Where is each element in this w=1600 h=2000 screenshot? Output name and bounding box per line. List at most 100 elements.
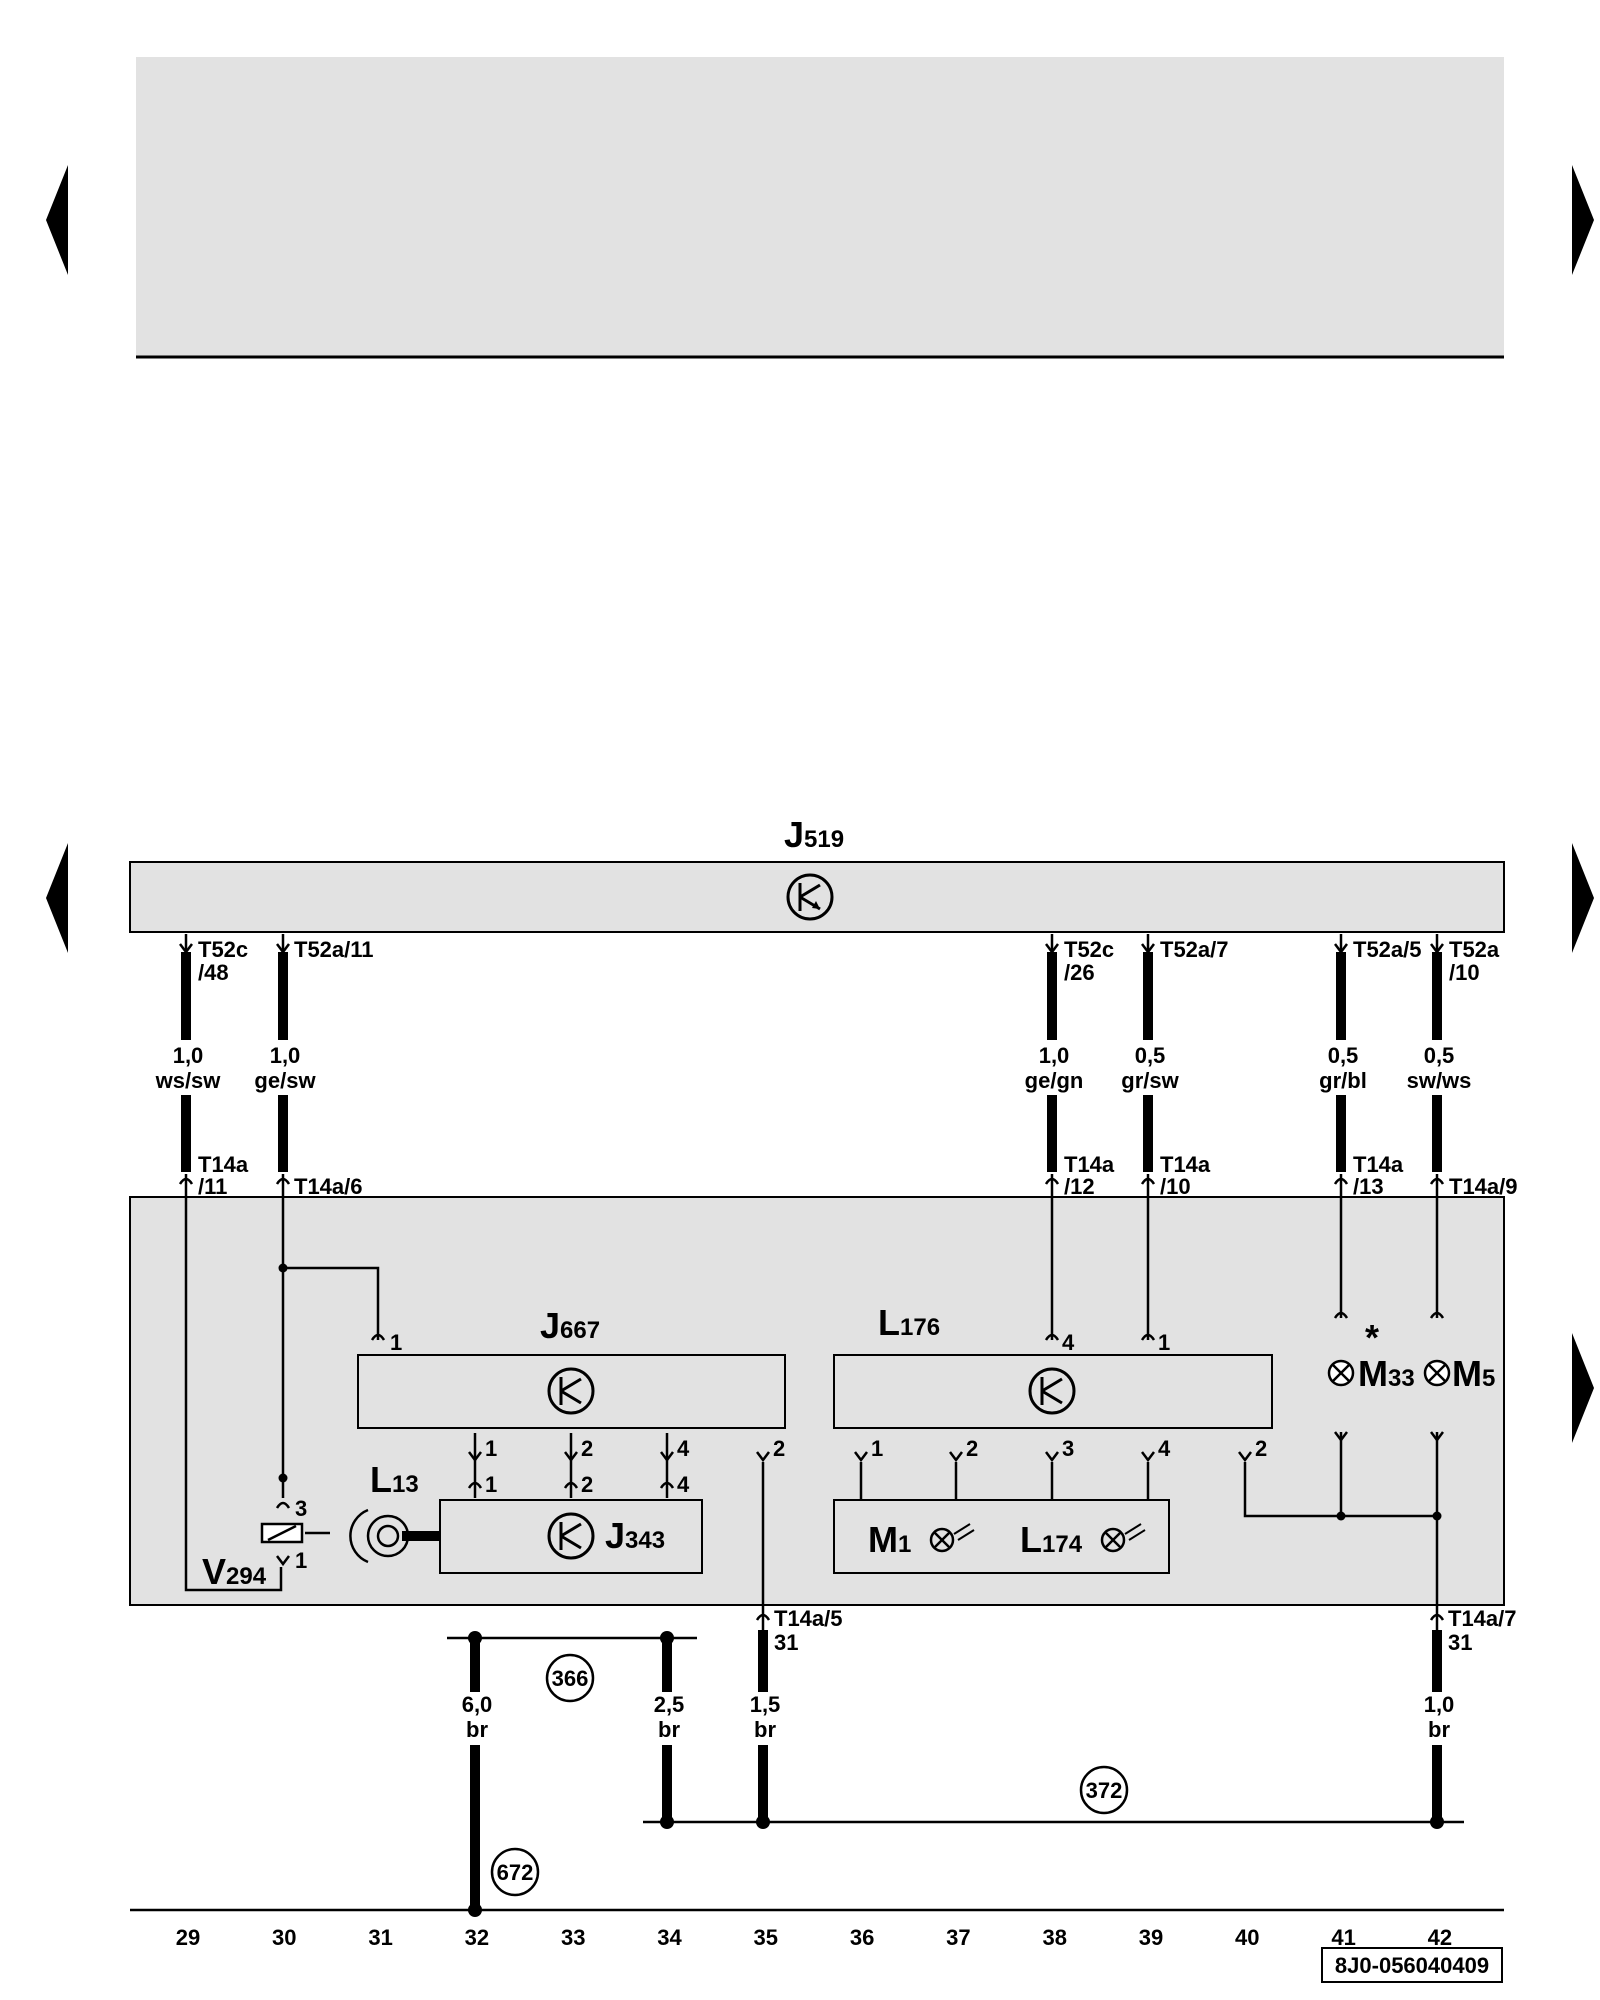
ground-point[interactable]: 372	[1079, 1765, 1129, 1815]
pin-number: 2	[773, 1436, 785, 1461]
pin-number: 2	[581, 1436, 593, 1461]
diagram-id-box	[1321, 1947, 1503, 1983]
connector-label: /48	[198, 960, 229, 985]
wire-color: br	[1428, 1717, 1450, 1742]
connector-label: T14a/5	[774, 1606, 843, 1631]
track-number: 39	[1139, 1925, 1163, 1950]
connector-label: T14a	[1353, 1152, 1404, 1177]
connector-label: T52c	[1064, 937, 1114, 962]
svg-text:366: 366	[552, 1666, 589, 1691]
electronic-symbol-icon	[1028, 1367, 1076, 1415]
connector-label: /12	[1064, 1174, 1095, 1199]
pin-number: 1	[390, 1330, 402, 1355]
wire-size: 0,5	[1135, 1043, 1166, 1068]
track-number: 40	[1235, 1925, 1259, 1950]
ground-junction-dots	[468, 1631, 1444, 1917]
connector-label: /13	[1353, 1174, 1384, 1199]
connector-label: T14a	[1160, 1152, 1211, 1177]
bulb-icon	[929, 1523, 975, 1553]
pin-number: 4	[677, 1472, 690, 1497]
ground-point[interactable]: 366	[545, 1653, 595, 1703]
connector-label: T52a/5	[1353, 937, 1422, 962]
bulb-icon	[1100, 1523, 1146, 1553]
connector-label: T52c	[198, 937, 248, 962]
electronic-symbol-icon	[547, 1512, 595, 1560]
pin-number: 3	[295, 1496, 307, 1521]
j343-label: J343	[605, 1515, 665, 1556]
wire-color: ge/sw	[254, 1068, 316, 1093]
ground-wires	[130, 1630, 1504, 1912]
connector-label: T14a/7	[1448, 1606, 1517, 1631]
wire-size: 0,5	[1328, 1043, 1359, 1068]
svg-text:372: 372	[1086, 1778, 1123, 1803]
j343-module	[439, 1499, 703, 1574]
m1-label: M1	[868, 1519, 911, 1560]
svg-text:672: 672	[497, 1860, 534, 1885]
ground-connector-symbols	[755, 1605, 1445, 1630]
connector-label: 31	[774, 1630, 798, 1655]
wire-size: 1,0	[1424, 1692, 1455, 1717]
track-number: 34	[657, 1925, 682, 1950]
pin-number: 2	[1255, 1436, 1267, 1461]
tail-lamp-module	[833, 1499, 1170, 1574]
wire-color: gr/bl	[1319, 1068, 1367, 1093]
pin-number: 1	[485, 1472, 497, 1497]
electronic-symbol-icon	[786, 873, 834, 921]
header-panel	[136, 57, 1504, 357]
pin-number: 4	[677, 1436, 690, 1461]
electronic-symbol-icon	[547, 1367, 595, 1415]
l176-label: L176	[878, 1302, 940, 1343]
wire-size: 1,0	[270, 1043, 301, 1068]
m5-label: M5	[1452, 1353, 1495, 1394]
diagram-id: 8J0-056040409	[1335, 1953, 1489, 1978]
ground-point[interactable]: 672	[490, 1847, 540, 1897]
next-arrow[interactable]	[1572, 843, 1594, 953]
wire-color: br	[466, 1717, 488, 1742]
track-number: 41	[1331, 1925, 1355, 1950]
pin-number: 1	[295, 1548, 307, 1573]
wire-size: 2,5	[654, 1692, 685, 1717]
next-arrow[interactable]	[1572, 1333, 1594, 1443]
l13-label: L13	[370, 1459, 419, 1500]
j667-module	[357, 1354, 786, 1429]
rear-module	[129, 1196, 1505, 1606]
bulb-icon	[1327, 1359, 1355, 1387]
wire-size: 1,0	[1039, 1043, 1070, 1068]
wire-color: ws/sw	[155, 1068, 222, 1093]
connector-label: /11	[198, 1174, 227, 1199]
previous-arrow[interactable]	[46, 843, 68, 953]
track-number: 30	[272, 1925, 296, 1950]
connector-label: /10	[1160, 1174, 1191, 1199]
j519-module	[129, 861, 1505, 933]
pin-number: 1	[485, 1436, 497, 1461]
pin-number: 2	[581, 1472, 593, 1497]
connector-label: 31	[1448, 1630, 1472, 1655]
previous-arrow[interactable]	[46, 165, 68, 275]
bulb-icon	[1423, 1359, 1451, 1387]
v294-label: V294	[202, 1551, 267, 1592]
wire-color: br	[658, 1717, 680, 1742]
track-number: 29	[176, 1925, 200, 1950]
wire-size: 1,5	[750, 1692, 781, 1717]
j667-label: J667	[540, 1305, 600, 1346]
connector-label: T52a	[1449, 937, 1500, 962]
connector-symbols	[178, 934, 1445, 1197]
track-number: 38	[1042, 1925, 1066, 1950]
wire-color: ge/gn	[1025, 1068, 1084, 1093]
track-number: 42	[1428, 1925, 1452, 1950]
pin-symbols	[275, 1311, 1445, 1567]
track-number: 33	[561, 1925, 585, 1950]
headlamp-icon	[349, 1508, 440, 1564]
track-number: 36	[850, 1925, 874, 1950]
connector-label: /26	[1064, 960, 1095, 985]
m33-label: M33	[1358, 1353, 1415, 1394]
connector-label: /10	[1449, 960, 1480, 985]
next-arrow[interactable]	[1572, 165, 1594, 275]
actuator-icon	[260, 1522, 330, 1544]
wire-color: sw/ws	[1407, 1068, 1472, 1093]
connector-label: T14a	[1064, 1152, 1115, 1177]
pin-number: 1	[871, 1436, 883, 1461]
pin-number: 4	[1158, 1436, 1171, 1461]
pin-number: 1	[1158, 1330, 1170, 1355]
j519-label: J519	[784, 814, 844, 855]
